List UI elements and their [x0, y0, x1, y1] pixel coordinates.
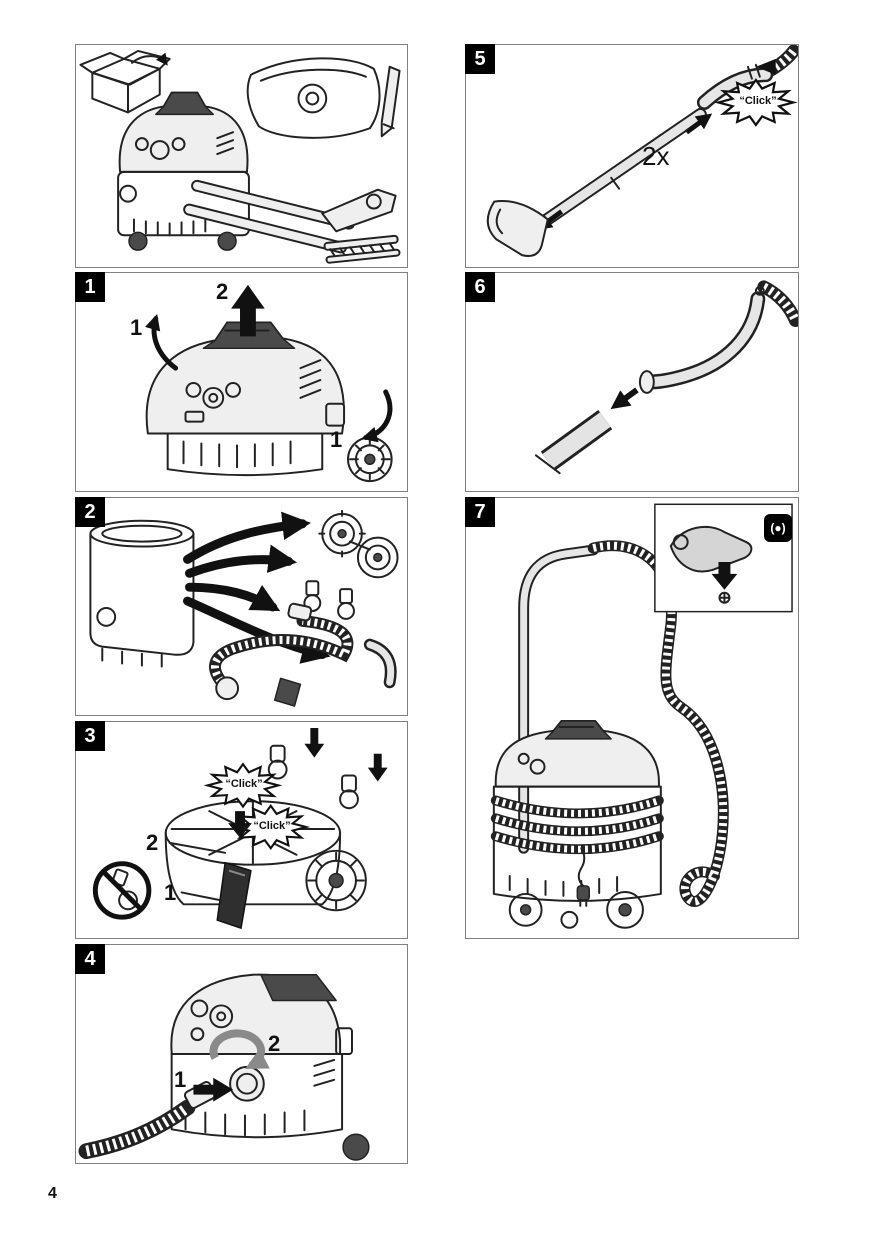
power-plug	[576, 847, 591, 907]
panel-step5: 5 “Click”	[465, 44, 799, 268]
floor-nozzle	[321, 188, 397, 233]
click-label-bottom: “Click”	[253, 820, 291, 832]
arrow-down-icon	[711, 561, 738, 590]
panel-step1: 1	[75, 272, 408, 492]
step-badge: 7	[465, 497, 495, 527]
crevice-nozzle	[380, 65, 401, 138]
panel-unpacking	[75, 44, 408, 268]
arrow-unlock-left-icon	[145, 314, 179, 371]
click-label: “Click”	[739, 95, 777, 107]
callout-1: 1	[164, 880, 177, 905]
step-badge: 5	[465, 44, 495, 74]
arrow-up-icon	[231, 284, 265, 337]
hose-stub	[757, 280, 798, 328]
arrow-down-icon	[228, 811, 252, 838]
caster-insert-right	[339, 753, 388, 810]
panel-step2: 2	[75, 497, 408, 716]
step-badge: 3	[75, 721, 105, 751]
arrow-attach-icon	[610, 387, 639, 410]
panel-step7: 7	[465, 497, 799, 939]
panel-step6: 6	[465, 272, 799, 492]
step-label-1-left: 1	[130, 315, 143, 340]
machine-body	[492, 719, 662, 929]
illustration-caster-mounting	[92, 727, 388, 930]
leader-line-1	[180, 891, 223, 902]
step-badge: 1	[75, 272, 105, 302]
floor-nozzle	[486, 200, 549, 257]
open-container	[89, 519, 195, 668]
illustration-hose-connection	[78, 973, 370, 1161]
fan-arrows-icon	[183, 511, 331, 664]
step-label-2: 2	[216, 279, 229, 304]
step-badge: 2	[75, 497, 105, 527]
illustration-tube-assembly	[486, 45, 798, 257]
push-handle-clip-black	[216, 861, 252, 930]
squeegee-strips	[323, 234, 401, 264]
suction-hose-coiled	[209, 602, 354, 701]
vacuum-body	[170, 973, 370, 1161]
wheel-detail	[305, 849, 367, 912]
handle-clip-part	[273, 677, 302, 707]
prohibition-icon	[92, 861, 152, 920]
vacuum-head	[145, 321, 346, 435]
panel-step4: 4	[75, 944, 408, 1164]
carton-box-icon	[79, 49, 171, 114]
leader-line-2	[168, 841, 227, 854]
arrow-into-hose-icon	[755, 58, 776, 75]
panel-step3: 3	[75, 721, 408, 939]
arrow-tube-to-bend-icon	[685, 113, 713, 135]
illustration-unpacking	[79, 49, 401, 264]
step-badge: 4	[75, 944, 105, 974]
step-label-1-right: 1	[330, 427, 343, 452]
step-badge: 6	[465, 272, 495, 302]
caster-wheels	[303, 580, 355, 620]
rear-wheels	[318, 509, 399, 579]
illustration-storage-position	[490, 503, 793, 929]
arrow-rotate-icon	[209, 1029, 270, 1070]
illustration-head-removal	[145, 284, 393, 483]
callout-2: 2	[146, 830, 159, 855]
filter-bag	[246, 57, 381, 139]
page-number: 4	[48, 1185, 57, 1202]
arrow-down-icon	[304, 727, 325, 758]
upholstery-nozzle	[534, 410, 613, 475]
handle-bend	[638, 285, 766, 394]
push-handle	[518, 544, 599, 854]
hose-inlet-port	[229, 1065, 265, 1102]
illustration-accessories-in-container	[89, 509, 399, 707]
rotate-lock-icon: (●)	[764, 514, 792, 542]
arrow-down-icon	[367, 753, 388, 782]
callout-2: 2	[268, 1031, 281, 1056]
rotate-lock-symbol: (●)	[770, 521, 786, 535]
elbow-piece	[363, 638, 397, 689]
arrow-insert-icon	[193, 1077, 234, 1102]
wrapped-cord	[490, 795, 664, 855]
callout-1: 1	[174, 1067, 187, 1092]
wheel	[347, 436, 393, 483]
vacuum-cleaner-illustration	[117, 91, 250, 251]
caster-insert-top	[267, 727, 325, 780]
canister-base	[166, 432, 324, 477]
click-label-top: “Click”	[225, 778, 263, 790]
arrow-latch-right-icon	[361, 389, 393, 443]
illustration-nozzle-on-bend	[534, 280, 798, 475]
quantity-label: 2x	[642, 141, 670, 171]
